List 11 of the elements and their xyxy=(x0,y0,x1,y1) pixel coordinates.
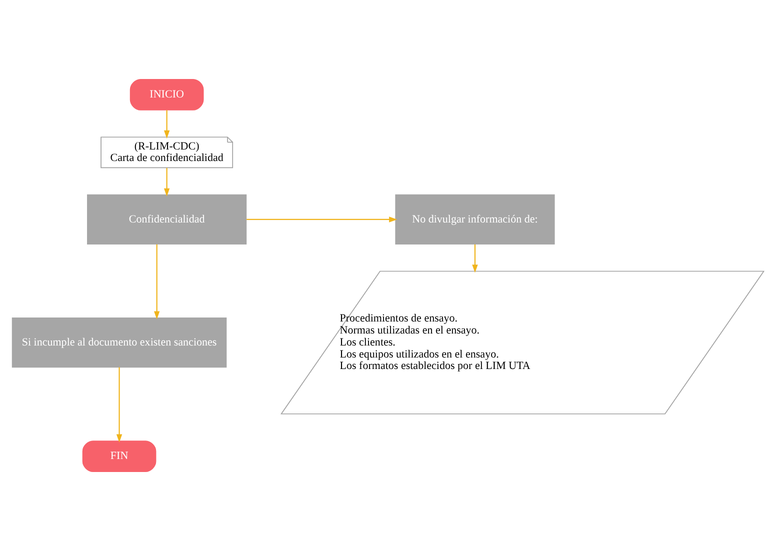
node-box: Si incumple al documento existen sanciones xyxy=(12,317,227,368)
arrow xyxy=(472,244,478,272)
node-box: FIN xyxy=(82,440,156,472)
arrow xyxy=(164,167,170,196)
arrow xyxy=(164,110,170,138)
arrow xyxy=(116,366,122,442)
node-box: No divulgar información de: xyxy=(395,194,555,244)
node-box: INICIO xyxy=(130,78,204,110)
node-box: Confidencialidad xyxy=(87,194,247,244)
arrow xyxy=(246,216,398,222)
arrow xyxy=(154,244,160,319)
